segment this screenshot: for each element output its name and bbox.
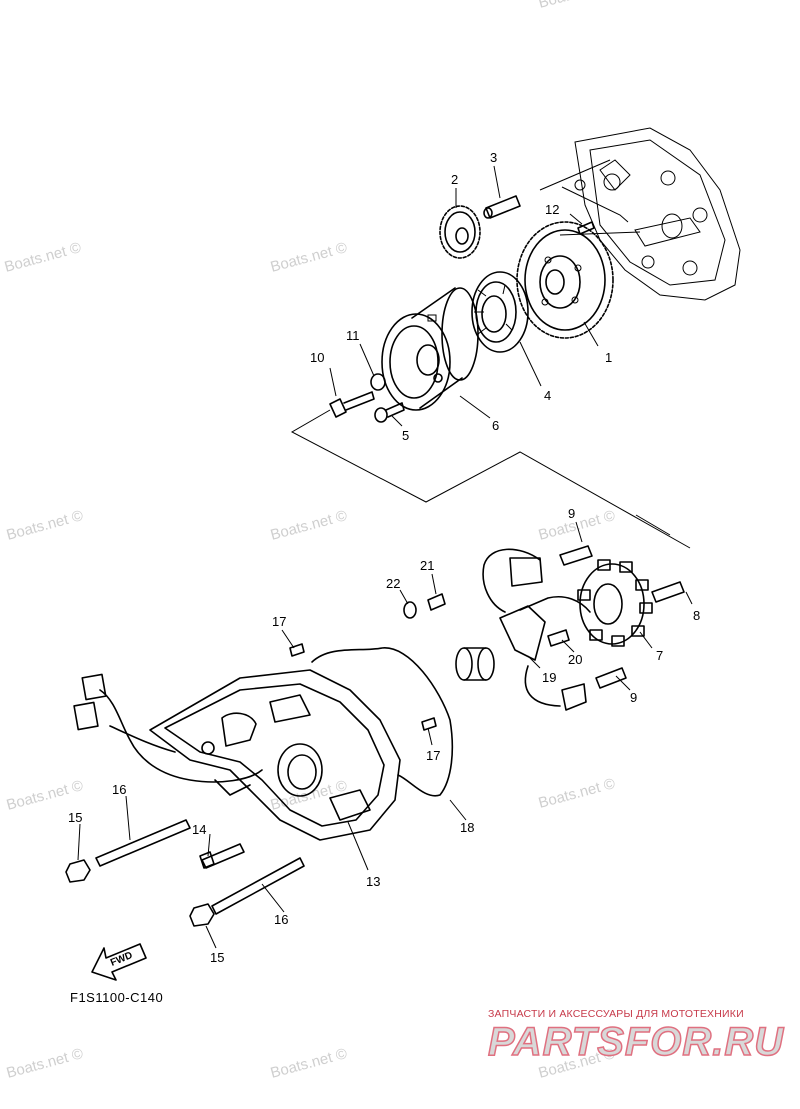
hex-nut bbox=[65, 859, 91, 883]
watermark: Boats.net © bbox=[5, 777, 85, 814]
woodruff-key bbox=[577, 221, 595, 235]
starter-clutch bbox=[471, 271, 529, 353]
assembly-bracket bbox=[290, 409, 691, 549]
shop-caption: ЗАПЧАСТИ И АКСЕССУАРЫ ДЛЯ МОТОТЕХНИКИ bbox=[488, 1008, 744, 1020]
dowel-pin bbox=[289, 643, 305, 657]
bolt-head bbox=[199, 851, 215, 869]
cover-gasket bbox=[311, 647, 454, 797]
watermark: Boats.net © bbox=[3, 239, 83, 276]
callout-13: 13 bbox=[366, 874, 380, 889]
crankcase-outline bbox=[539, 127, 741, 301]
stud-bolt bbox=[95, 819, 191, 867]
flywheel-rotor bbox=[381, 287, 479, 411]
watermark: Boats.net © bbox=[5, 1045, 85, 1082]
callout-19: 19 bbox=[542, 670, 556, 685]
callout-17: 17 bbox=[272, 614, 286, 629]
callout-6: 6 bbox=[492, 418, 499, 433]
callout-2: 2 bbox=[451, 172, 458, 187]
bolt bbox=[595, 667, 627, 689]
stud-bolt bbox=[211, 857, 305, 915]
collar bbox=[403, 601, 417, 619]
watermark: Boats.net © bbox=[537, 0, 617, 12]
shaft-pin bbox=[483, 195, 521, 219]
flange-bolt bbox=[329, 391, 375, 418]
callout-14: 14 bbox=[192, 822, 206, 837]
assembly-leader-clutch bbox=[561, 186, 629, 223]
callout-1: 1 bbox=[605, 350, 612, 365]
callout-9: 9 bbox=[630, 690, 637, 705]
screw bbox=[547, 629, 570, 647]
screw bbox=[427, 593, 446, 611]
callout-11: 11 bbox=[346, 328, 360, 343]
leader-lines bbox=[77, 165, 693, 949]
watermark: Boats.net © bbox=[537, 775, 617, 812]
stator-harness bbox=[482, 548, 591, 711]
callout-15: 15 bbox=[68, 810, 82, 825]
callout-22: 22 bbox=[386, 576, 400, 591]
gear-large bbox=[516, 221, 614, 339]
callout-labels: 1 2 3 4 5 6 7 8 9 9 10 11 12 13 14 15 15… bbox=[68, 150, 700, 965]
callout-16: 16 bbox=[274, 912, 288, 927]
watermark: Boats.net © bbox=[269, 507, 349, 544]
callout-18: 18 bbox=[460, 820, 474, 835]
callout-12: 12 bbox=[545, 202, 559, 217]
washer bbox=[370, 373, 386, 391]
watermark: Boats.net © bbox=[5, 507, 85, 544]
callout-3: 3 bbox=[490, 150, 497, 165]
socket-bolt bbox=[374, 402, 405, 423]
callout-21: 21 bbox=[420, 558, 434, 573]
watermark: Boats.net © bbox=[269, 1045, 349, 1082]
hex-nut bbox=[189, 903, 215, 927]
callout-8: 8 bbox=[693, 608, 700, 623]
callout-4: 4 bbox=[544, 388, 551, 403]
bolt bbox=[559, 545, 593, 566]
callout-9: 9 bbox=[568, 506, 575, 521]
callout-17: 17 bbox=[426, 748, 440, 763]
flange-bolt bbox=[201, 843, 245, 869]
oil-seal bbox=[455, 647, 495, 681]
shop-logo: PARTSFOR.RU bbox=[487, 1019, 785, 1065]
callout-7: 7 bbox=[656, 648, 663, 663]
callout-20: 20 bbox=[568, 652, 582, 667]
fwd-label: FWD bbox=[109, 950, 134, 969]
generator-cover bbox=[149, 669, 401, 841]
fwd-arrow-icon: FWD bbox=[91, 943, 147, 981]
callout-16: 16 bbox=[112, 782, 126, 797]
callout-15: 15 bbox=[210, 950, 224, 965]
bolt bbox=[651, 581, 685, 603]
watermark: Boats.net © bbox=[269, 239, 349, 276]
callout-10: 10 bbox=[310, 350, 324, 365]
watermark-layer: Boats.net © Boats.net © Boats.net © Boat… bbox=[3, 0, 617, 1082]
drawing-code: F1S1100-C140 bbox=[70, 990, 164, 1005]
gear-small bbox=[439, 205, 481, 259]
cover-harness bbox=[73, 673, 263, 783]
dowel-pin bbox=[421, 717, 437, 731]
callout-5: 5 bbox=[402, 428, 409, 443]
